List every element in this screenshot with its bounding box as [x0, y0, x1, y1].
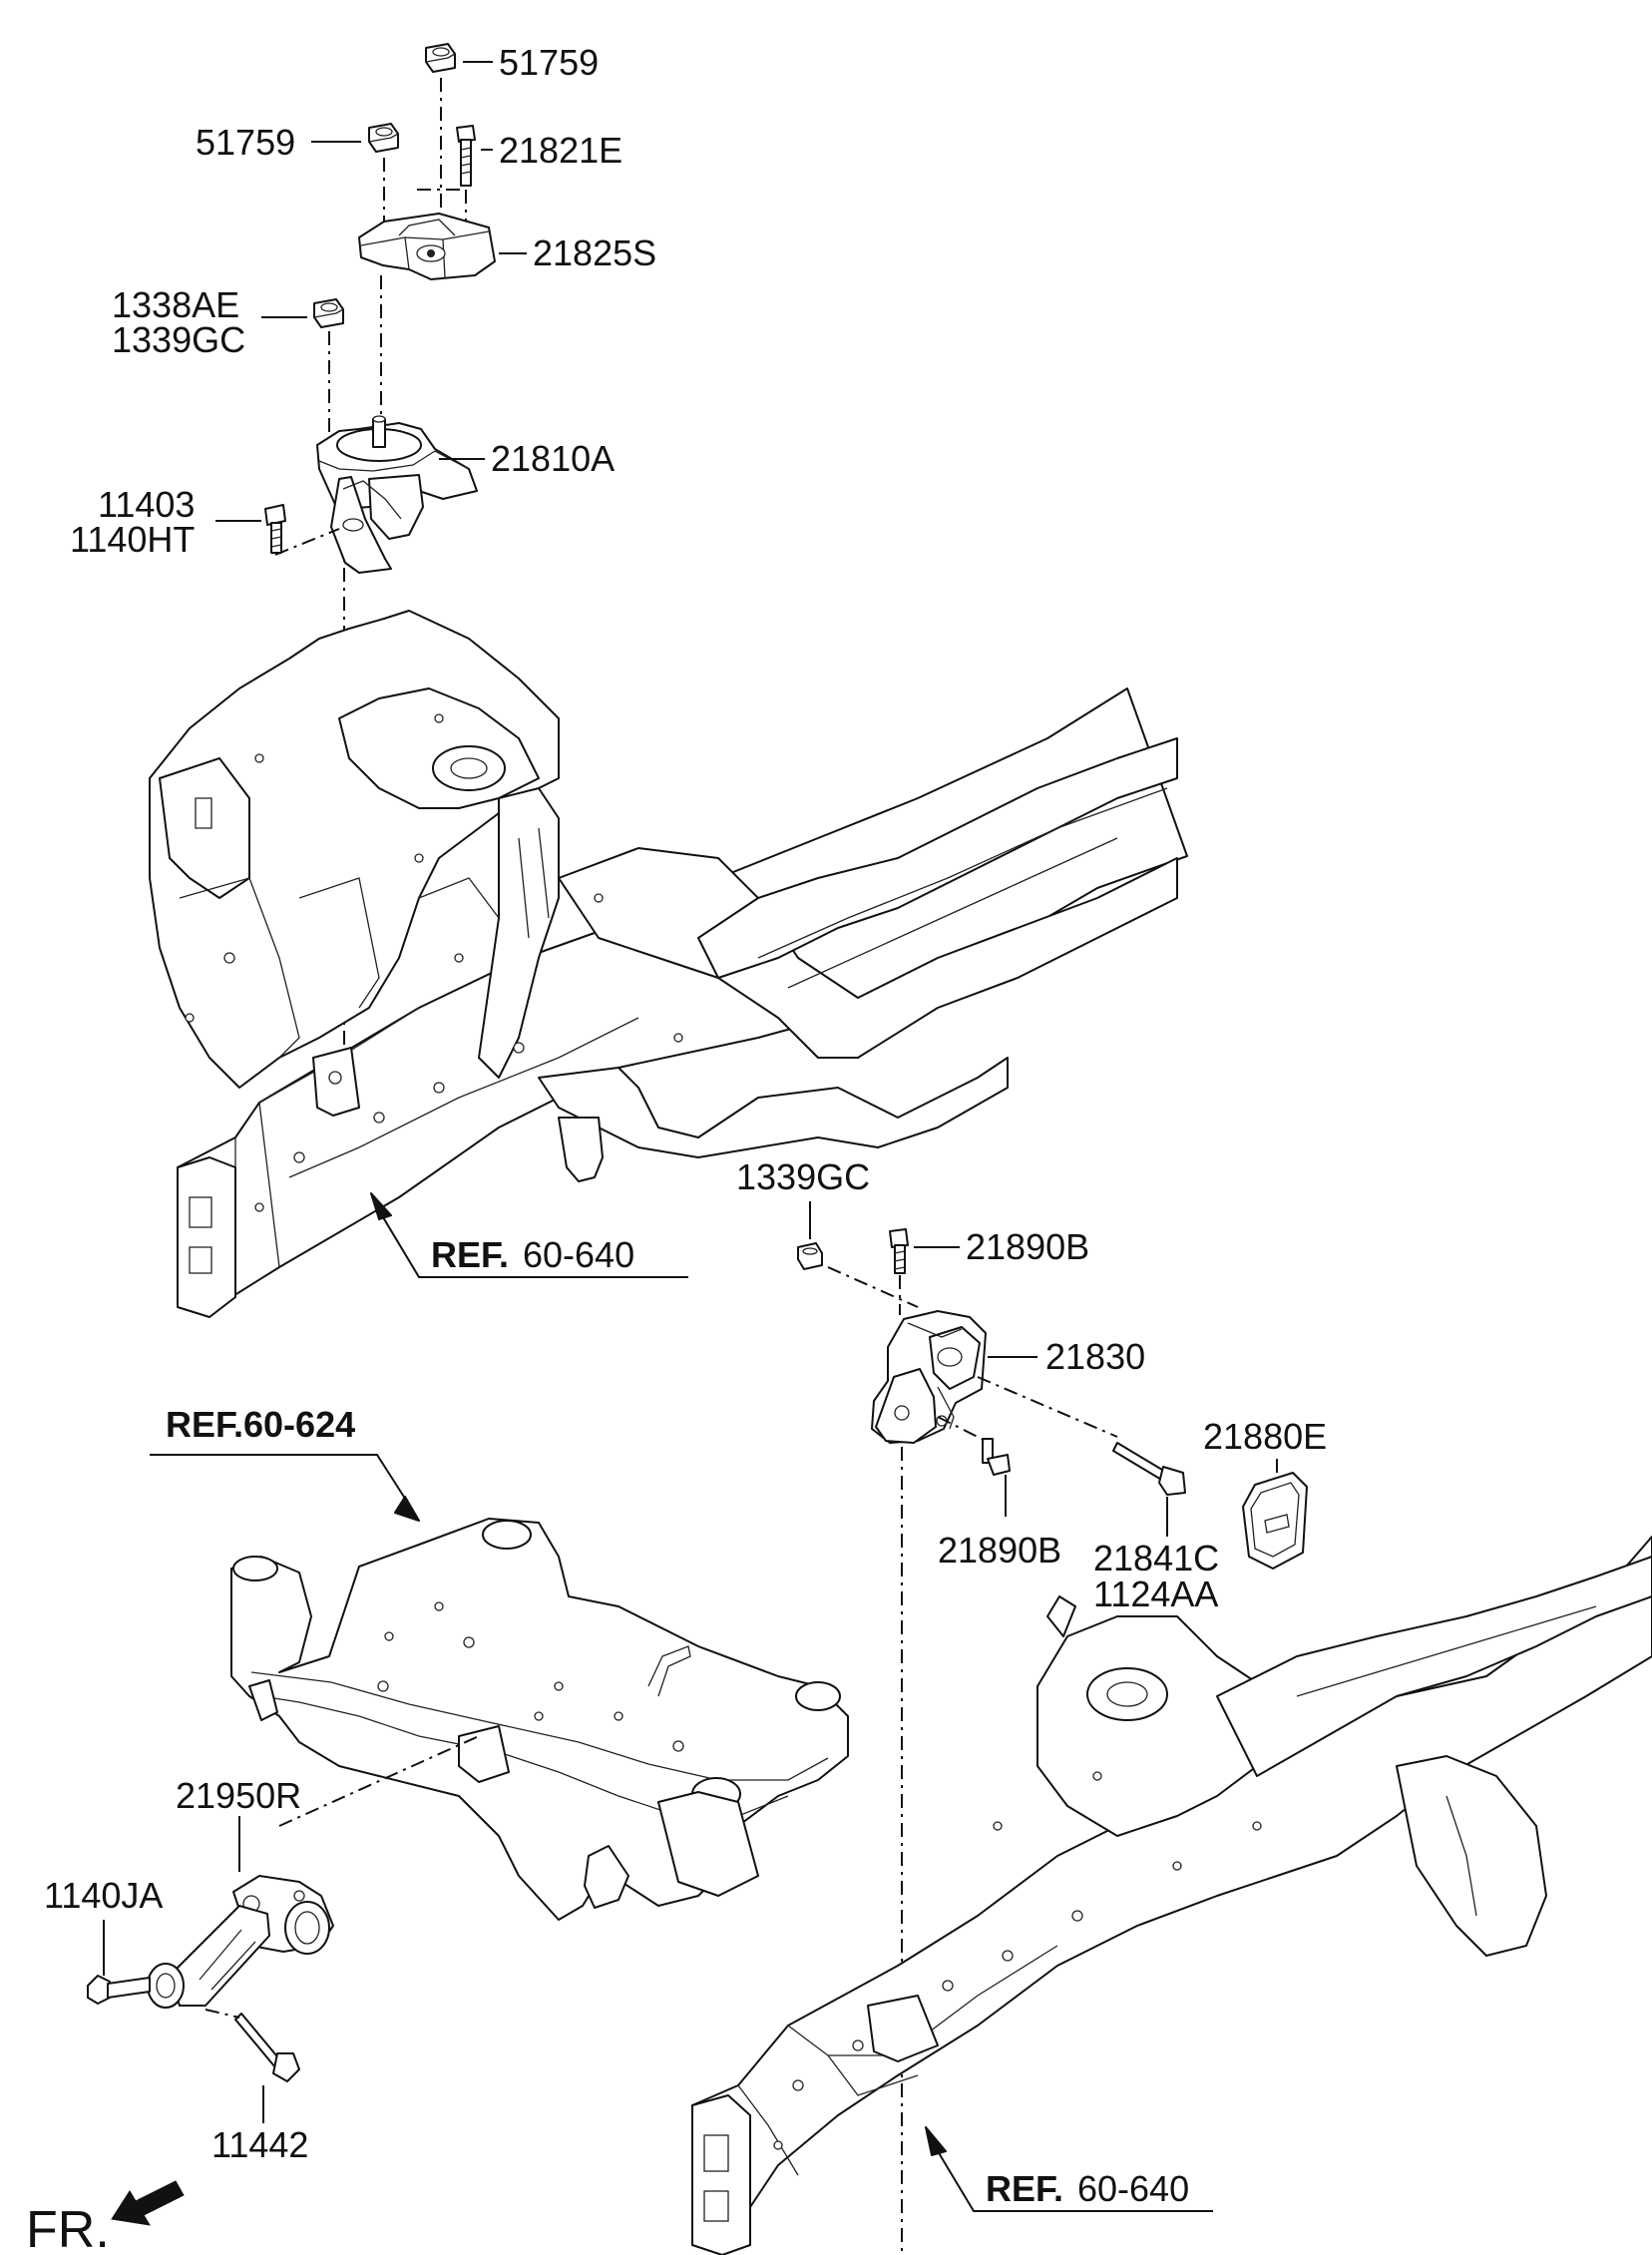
label-21830: 21830: [1045, 1336, 1145, 1377]
label-ref-top-bold: REF.: [431, 1234, 509, 1275]
label-21821E: 21821E: [499, 130, 622, 171]
label-21810A: 21810A: [491, 438, 615, 479]
ref-60-640-bottom-callout: [925, 2126, 1213, 2212]
label-21841C: 21841C: [1093, 1538, 1219, 1578]
body-frame-upper: [149, 610, 1188, 1318]
front-marker-label: FR.: [26, 2201, 110, 2255]
label-21825S: 21825S: [533, 232, 656, 273]
ref-60-640-top-callout: [370, 1192, 688, 1278]
label-1140JA: 1140JA: [44, 1875, 163, 1916]
label-ref-top-num: 60-640: [523, 1234, 634, 1275]
label-ref-bottom-bold: REF.: [986, 2168, 1063, 2209]
label-21950R: 21950R: [176, 1775, 301, 1816]
bolt-21821E: [456, 125, 476, 187]
bolt-1140JA: [87, 1975, 151, 2005]
label-21880E: 21880E: [1203, 1416, 1327, 1457]
label-11403: 11403: [98, 484, 195, 525]
nut-51759-left: [368, 123, 399, 153]
transmission-mount-21830: [871, 1310, 987, 1444]
bracket-21825S: [358, 213, 496, 280]
subframe-60-624: [230, 1518, 849, 1921]
cover-21880E: [1242, 1472, 1308, 1570]
bolt-21890B-top: [889, 1228, 909, 1274]
label-ref-60-624: REF.60-624: [166, 1404, 355, 1445]
roll-rod-21950R: [147, 1875, 334, 2009]
label-1339GC-upper: 1339GC: [112, 319, 245, 360]
label-21890B-top: 21890B: [966, 1226, 1089, 1267]
engine-mount-21810A: [316, 415, 478, 574]
label-1338AE: 1338AE: [112, 284, 239, 325]
label-1339GC-mid: 1339GC: [736, 1156, 870, 1197]
label-51759-top: 51759: [499, 42, 599, 83]
nut-51759-top: [425, 43, 456, 73]
nut-1339GC-mid: [797, 1242, 823, 1270]
label-51759-left: 51759: [196, 122, 295, 163]
bolt-21890B-bottom: [982, 1438, 1011, 1476]
bolt-11442: [234, 2013, 300, 2082]
nut-1338AE: [313, 298, 344, 328]
label-1124AA: 1124AA: [1093, 1574, 1218, 1614]
bolt-21841C: [1112, 1442, 1186, 1496]
label-11442: 11442: [211, 2124, 308, 2165]
label-ref-bottom-num: 60-640: [1077, 2168, 1189, 2209]
label-1140HT: 1140HT: [70, 519, 195, 560]
ref-60-624-callout: [150, 1454, 420, 1522]
label-21890B-bottom: 21890B: [938, 1530, 1061, 1571]
front-arrow-icon: [111, 2180, 185, 2226]
body-frame-lower: [691, 1536, 1652, 2255]
bolt-11403: [264, 504, 286, 554]
